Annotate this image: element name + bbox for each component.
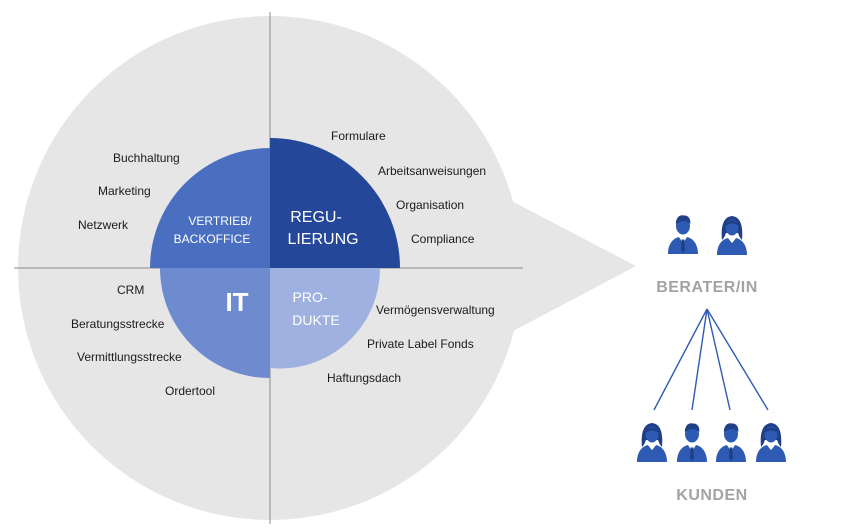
segment-vertrieb-line2: BACKOFFICE (174, 232, 251, 246)
item-vermittlungsstrecke: Vermittlungsstrecke (77, 350, 182, 364)
segment-produkte-line2: DUKTE (292, 312, 339, 328)
male-customer-icon (716, 423, 746, 462)
segment-it (160, 268, 270, 378)
segment-produkte-line1: PRO- (293, 289, 328, 305)
item-netzwerk: Netzwerk (78, 218, 129, 232)
kunden-label: KUNDEN (676, 487, 747, 504)
advisor-group (668, 215, 747, 255)
connector-line (706, 308, 769, 411)
connector-line (691, 308, 708, 411)
segment-it-label: IT (225, 287, 248, 317)
segment-regulierung (270, 138, 400, 268)
customer-group (637, 423, 786, 462)
item-vermoegensverwaltung: Vermögensverwaltung (376, 303, 495, 317)
item-marketing: Marketing (98, 184, 151, 198)
connector-lines (653, 308, 769, 411)
segment-regulierung-line2: LIERUNG (287, 231, 358, 248)
item-private-label-fonds: Private Label Fonds (367, 337, 474, 351)
male-customer-icon (677, 423, 707, 462)
berater-label: BERATER/IN (656, 279, 758, 296)
item-haftungsdach: Haftungsdach (327, 371, 401, 385)
item-ordertool: Ordertool (165, 384, 215, 398)
female-customer-icon (637, 423, 667, 462)
connector-line (653, 308, 708, 411)
segment-produkte (270, 268, 381, 369)
bubble-pointer (500, 195, 636, 338)
item-compliance: Compliance (411, 232, 475, 246)
female-customer-icon (756, 423, 786, 462)
male-advisor-icon (668, 215, 698, 254)
segment-vertrieb (150, 148, 270, 268)
item-organisation: Organisation (396, 198, 464, 212)
item-buchhaltung: Buchhaltung (113, 151, 180, 165)
center-quadrants (150, 138, 400, 378)
segment-regulierung-line1: REGU- (290, 209, 342, 226)
female-advisor-icon (717, 216, 747, 255)
item-beratungsstrecke: Beratungsstrecke (71, 317, 165, 331)
item-arbeitsanweisungen: Arbeitsanweisungen (378, 164, 486, 178)
item-formulare: Formulare (331, 129, 386, 143)
segment-vertrieb-line1: VERTRIEB/ (188, 214, 252, 228)
item-crm: CRM (117, 283, 144, 297)
connector-line (706, 308, 731, 411)
